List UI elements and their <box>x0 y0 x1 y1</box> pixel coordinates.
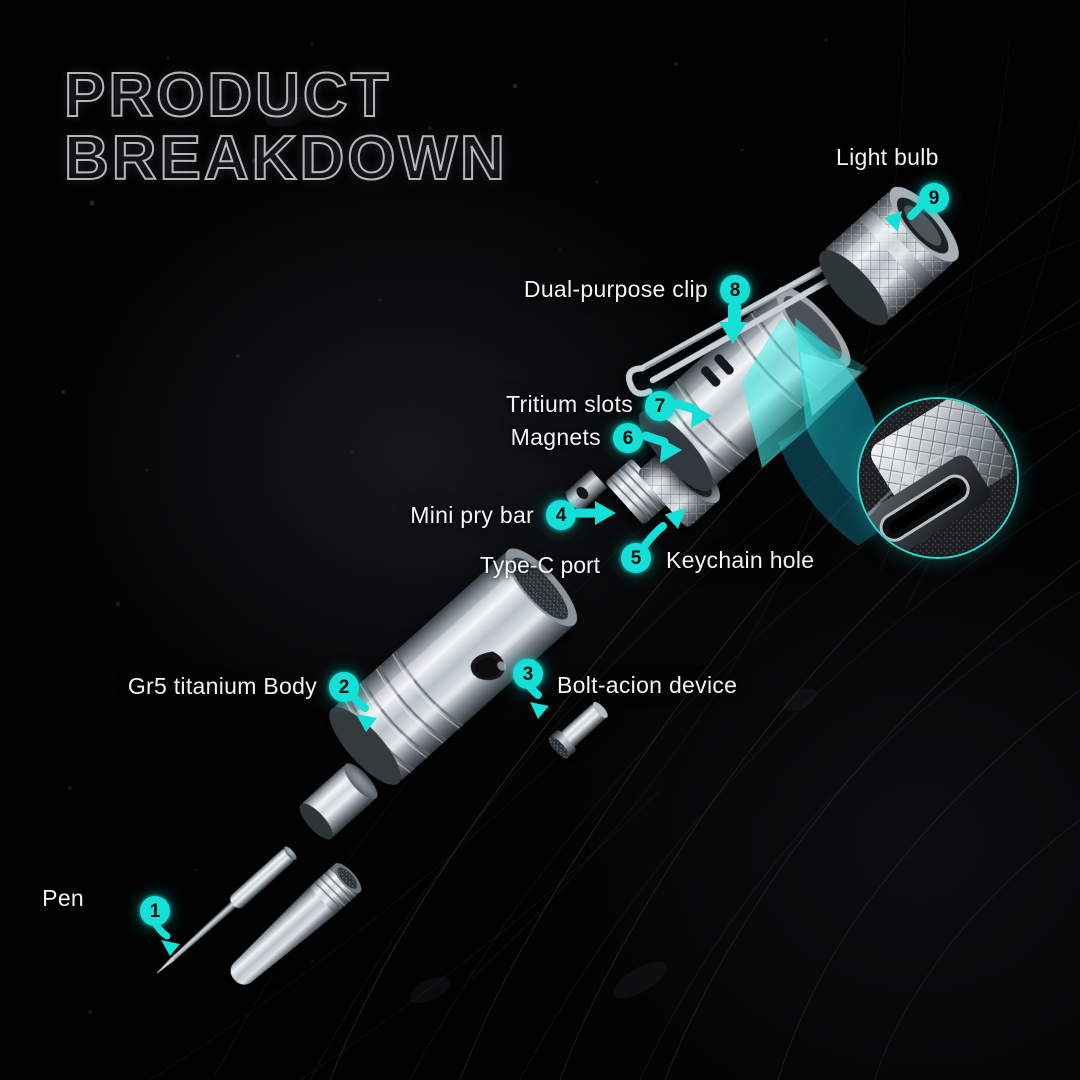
callout-label-light-bulb: Light bulb <box>836 144 939 170</box>
callout-badge-6[interactable]: 6 <box>613 423 643 453</box>
callout-badge-7[interactable]: 7 <box>645 391 675 421</box>
callout-label-bolt-action-device: Bolt-acion device <box>557 672 738 698</box>
callout-badge-8[interactable]: 8 <box>720 275 750 305</box>
callout-label-keychain-hole: Keychain hole <box>666 547 815 573</box>
type-c-detail-label: Type-C port <box>479 552 601 578</box>
page-title: PRODUCT BREAKDOWN <box>63 61 508 194</box>
callout-label-gr5-titanium-body: Gr5 titanium Body <box>127 673 317 699</box>
part-pen-refill <box>157 846 297 974</box>
arrow-4 <box>573 501 616 525</box>
callout-label-tritium-slots: Tritium slots <box>506 391 633 417</box>
part-clip-barrel <box>626 265 851 492</box>
callout-badge-3[interactable]: 3 <box>513 659 543 689</box>
callout-badge-5[interactable]: 5 <box>621 543 651 573</box>
cone-prism <box>742 318 868 468</box>
callout-label-pen: Pen <box>42 885 84 911</box>
callout-badge-9[interactable]: 9 <box>919 183 949 213</box>
arrow-6 <box>641 431 682 463</box>
arrow-7 <box>673 399 712 428</box>
part-spacer-cylinder <box>299 763 378 840</box>
callout-label-mini-pry-bar: Mini pry bar <box>410 502 534 528</box>
callout-label-magnets: Magnets <box>510 424 601 450</box>
part-bolt-pin <box>548 702 608 759</box>
arrow-9 <box>884 196 929 232</box>
type-c-closeup-illustration <box>859 399 1017 557</box>
part-cone-tip <box>230 863 362 985</box>
arrow-5 <box>639 507 686 552</box>
callout-badge-2[interactable]: 2 <box>329 672 359 702</box>
callout-badge-4[interactable]: 4 <box>546 500 576 530</box>
type-c-detail-inset <box>857 397 1019 559</box>
callout-badge-1[interactable]: 1 <box>140 896 170 926</box>
callout-label-dual-purpose-clip: Dual-purpose clip <box>523 276 708 302</box>
arrow-8 <box>719 304 747 344</box>
